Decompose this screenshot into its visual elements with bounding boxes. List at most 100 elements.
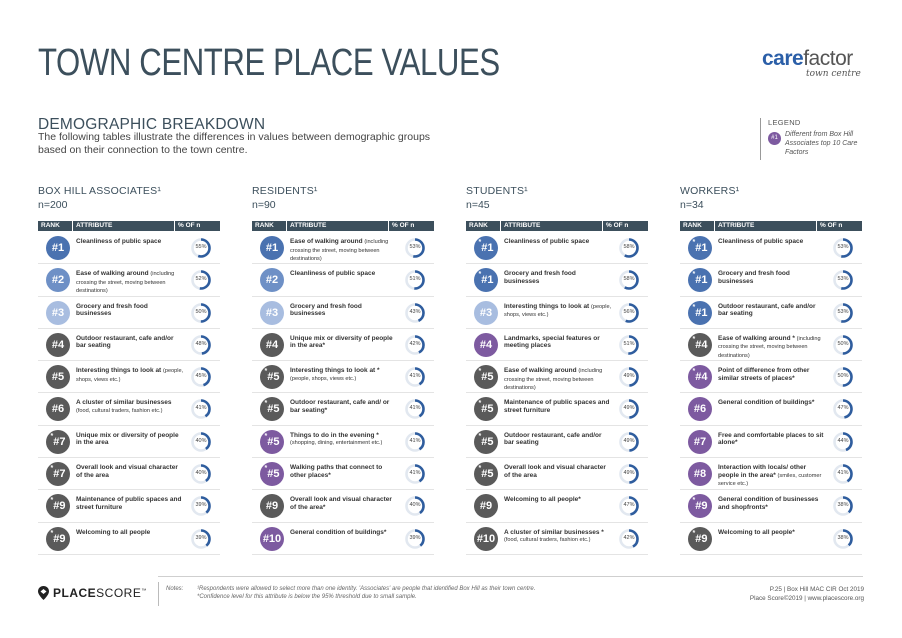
attribute-title: Grocery and fresh food businesses	[504, 270, 576, 285]
attribute-cell: Maintenance of public spaces and street …	[504, 399, 612, 414]
percent-ring: 41%	[405, 367, 425, 387]
percent-ring: 44%	[833, 431, 853, 452]
logo-word-factor: factor	[803, 47, 853, 70]
header-attribute: ATTRIBUTE	[501, 221, 602, 231]
donut-fill	[833, 238, 853, 258]
group-name: RESIDENTS¹	[252, 185, 318, 197]
group-sample-size: n=45	[466, 199, 490, 211]
attribute-cell: Overall look and visual character of the…	[76, 464, 184, 479]
group-sample-size: n=200	[38, 199, 68, 211]
group-box-hill-associates: BOX HILL ASSOCIATES¹ n=200 RANK ATTRIBUT…	[38, 185, 220, 555]
attribute-detail: (food, cultural traders, fashion etc.)	[76, 408, 163, 415]
rank-label: #5	[267, 435, 280, 448]
header-pct: % OF n	[603, 221, 648, 231]
donut-fill	[833, 399, 853, 420]
attribute-cell: General condition of buildings*	[718, 399, 826, 407]
attribute-detail: (food, cultural traders, fashion etc.)	[504, 537, 591, 544]
percent-label: 49%	[623, 470, 635, 477]
attribute-title: A cluster of similar businesses *	[504, 528, 604, 536]
percent-label: 58%	[623, 276, 635, 283]
donut-chart	[833, 270, 853, 291]
rank-label: #9	[479, 500, 493, 513]
rank-badge: #1	[260, 236, 284, 260]
donut-chart	[405, 431, 425, 452]
donut-chart	[833, 302, 853, 323]
brand-light: SCORE	[96, 586, 142, 600]
confidence-asterisk: *	[478, 239, 482, 246]
percent-ring: 53%	[405, 238, 425, 258]
rank-label: #1	[481, 274, 494, 287]
attribute-title: Unique mix or diversity of people in the…	[76, 431, 179, 447]
attribute-detail: (including crossing the street, moving b…	[718, 335, 821, 360]
percent-label: 40%	[195, 437, 207, 444]
attribute-cell: Grocery and fresh food businesses	[76, 303, 184, 318]
rank-badge: *#5	[260, 365, 284, 390]
donut-fill	[405, 302, 425, 323]
donut-fill	[619, 528, 639, 549]
percent-label: 42%	[623, 534, 635, 541]
attribute-title: Cleanliness of public space	[718, 238, 804, 245]
rank-badge: *#1	[688, 300, 712, 325]
attribute-title: Ease of walking around	[290, 238, 363, 245]
group-students: STUDENTS¹ n=45 RANK ATTRIBUTE % OF n *#1…	[466, 185, 648, 555]
rank-badge: *#5	[474, 397, 498, 422]
rank-label: #10	[262, 532, 282, 545]
attribute-title: Grocery and fresh food businesses	[718, 270, 790, 285]
rank-label: #9	[53, 500, 66, 513]
donut-fill	[833, 367, 853, 387]
header-pct: % OF n	[389, 221, 434, 231]
percent-label: 39%	[409, 534, 421, 541]
percent-ring: 38%	[833, 496, 853, 517]
donut-fill	[619, 367, 639, 387]
donut-chart	[619, 302, 639, 323]
donut-fill	[833, 431, 853, 452]
percent-ring: 39%	[191, 496, 211, 517]
percent-label: 52%	[195, 276, 207, 283]
rank-label: #4	[695, 338, 708, 351]
attribute-cell: Maintenance of public spaces and street …	[76, 496, 184, 511]
group-residents: RESIDENTS¹ n=90 RANK ATTRIBUTE % OF n #1…	[252, 185, 434, 555]
donut-fill	[191, 302, 211, 323]
attribute-title: Unique mix or diversity of people in the…	[290, 334, 393, 350]
rank-badge: *#9	[688, 526, 712, 551]
donut-chart	[619, 270, 639, 291]
rank-label: #4	[265, 338, 279, 351]
donut-chart	[405, 335, 425, 355]
attribute-title: A cluster of similar businesses	[76, 399, 172, 407]
rank-badge: #8	[688, 462, 712, 487]
legend-heading: LEGEND	[768, 118, 801, 127]
donut-fill	[619, 238, 639, 258]
rank-badge: *#5	[474, 462, 498, 487]
attribute-cell: Cleanliness of public space	[76, 238, 184, 246]
rank-label: #6	[51, 403, 65, 416]
table-row: #4 Unique mix or diversity of people in t…	[252, 329, 434, 362]
donut-chart	[405, 496, 425, 517]
rank-label: #5	[481, 403, 494, 416]
legend-badge: #1	[768, 132, 781, 145]
rank-badge: #4	[260, 332, 284, 357]
rank-badge: #9	[260, 494, 284, 519]
donut-chart	[405, 238, 425, 258]
donut-chart	[619, 464, 639, 484]
donut-fill	[619, 431, 639, 452]
confidence-asterisk: *	[50, 432, 54, 440]
percent-label: 38%	[837, 502, 849, 509]
attribute-cell: Welcoming to all people*	[718, 529, 826, 537]
donut-fill	[619, 464, 639, 484]
attribute-title: General condition of buildings*	[718, 399, 815, 407]
donut-chart	[405, 367, 425, 387]
attribute-title: Welcoming to all people*	[504, 496, 581, 504]
rank-badge: #4	[474, 332, 498, 357]
percent-label: 41%	[837, 470, 849, 477]
percent-label: 48%	[195, 340, 207, 347]
group-name: STUDENTS¹	[466, 185, 528, 197]
